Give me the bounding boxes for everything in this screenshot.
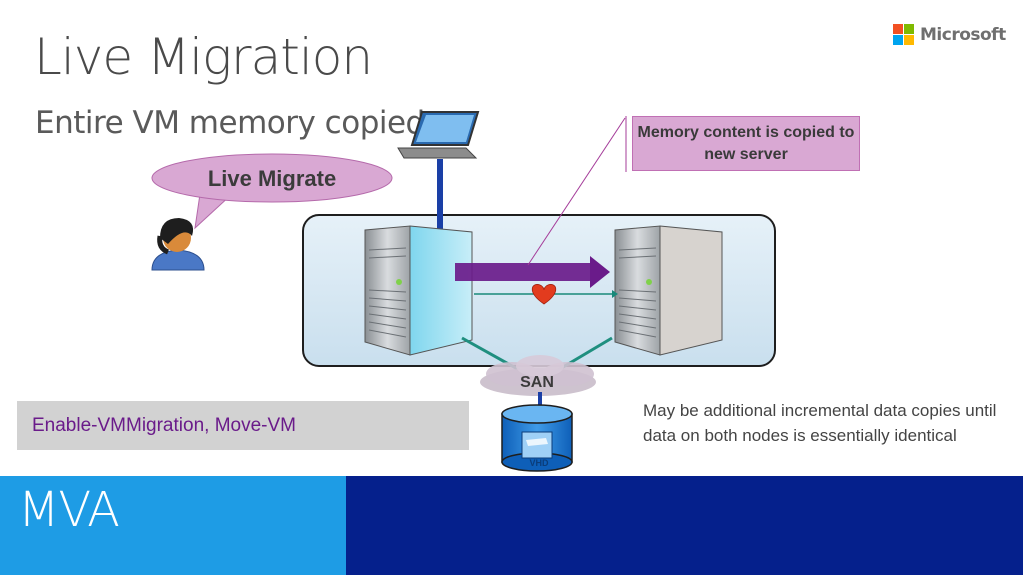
vhd-disk-icon: VHD [501, 404, 573, 472]
san-cloud-icon: SAN [480, 355, 596, 396]
server-destination-icon [614, 225, 723, 356]
footer-right-panel [346, 476, 1023, 575]
vhd-label: VHD [529, 458, 549, 468]
brand-name: Microsoft [920, 24, 1006, 45]
incremental-copy-note: May be additional incremental data copie… [643, 401, 997, 445]
slide-subtitle: Entire VM memory copied [35, 105, 425, 141]
footer-mva-label: MVA [18, 482, 120, 538]
microsoft-logo-icon [893, 24, 914, 45]
server-source-icon [364, 225, 473, 356]
microsoft-logo: Microsoft [893, 24, 1006, 45]
admin-user-icon [151, 218, 205, 271]
footer-left-panel [0, 476, 346, 575]
laptop-icon [397, 111, 480, 159]
memory-callout: Memory content is copied to new server [632, 116, 860, 171]
memory-migration-arrow [455, 256, 610, 288]
powershell-command-text: Enable-VMMigration, Move-VM [32, 415, 296, 436]
bubble-label: Live Migrate [208, 166, 336, 191]
migration-diagram: Live Migrate [151, 111, 776, 472]
powershell-command-box: Enable-VMMigration, Move-VM [17, 401, 469, 450]
san-label: SAN [520, 374, 554, 391]
slide-title: Live Migration [34, 28, 373, 86]
callout-leader-line [527, 117, 626, 266]
heartbeat-icon [531, 284, 557, 305]
live-migrate-bubble: Live Migrate [151, 153, 393, 230]
